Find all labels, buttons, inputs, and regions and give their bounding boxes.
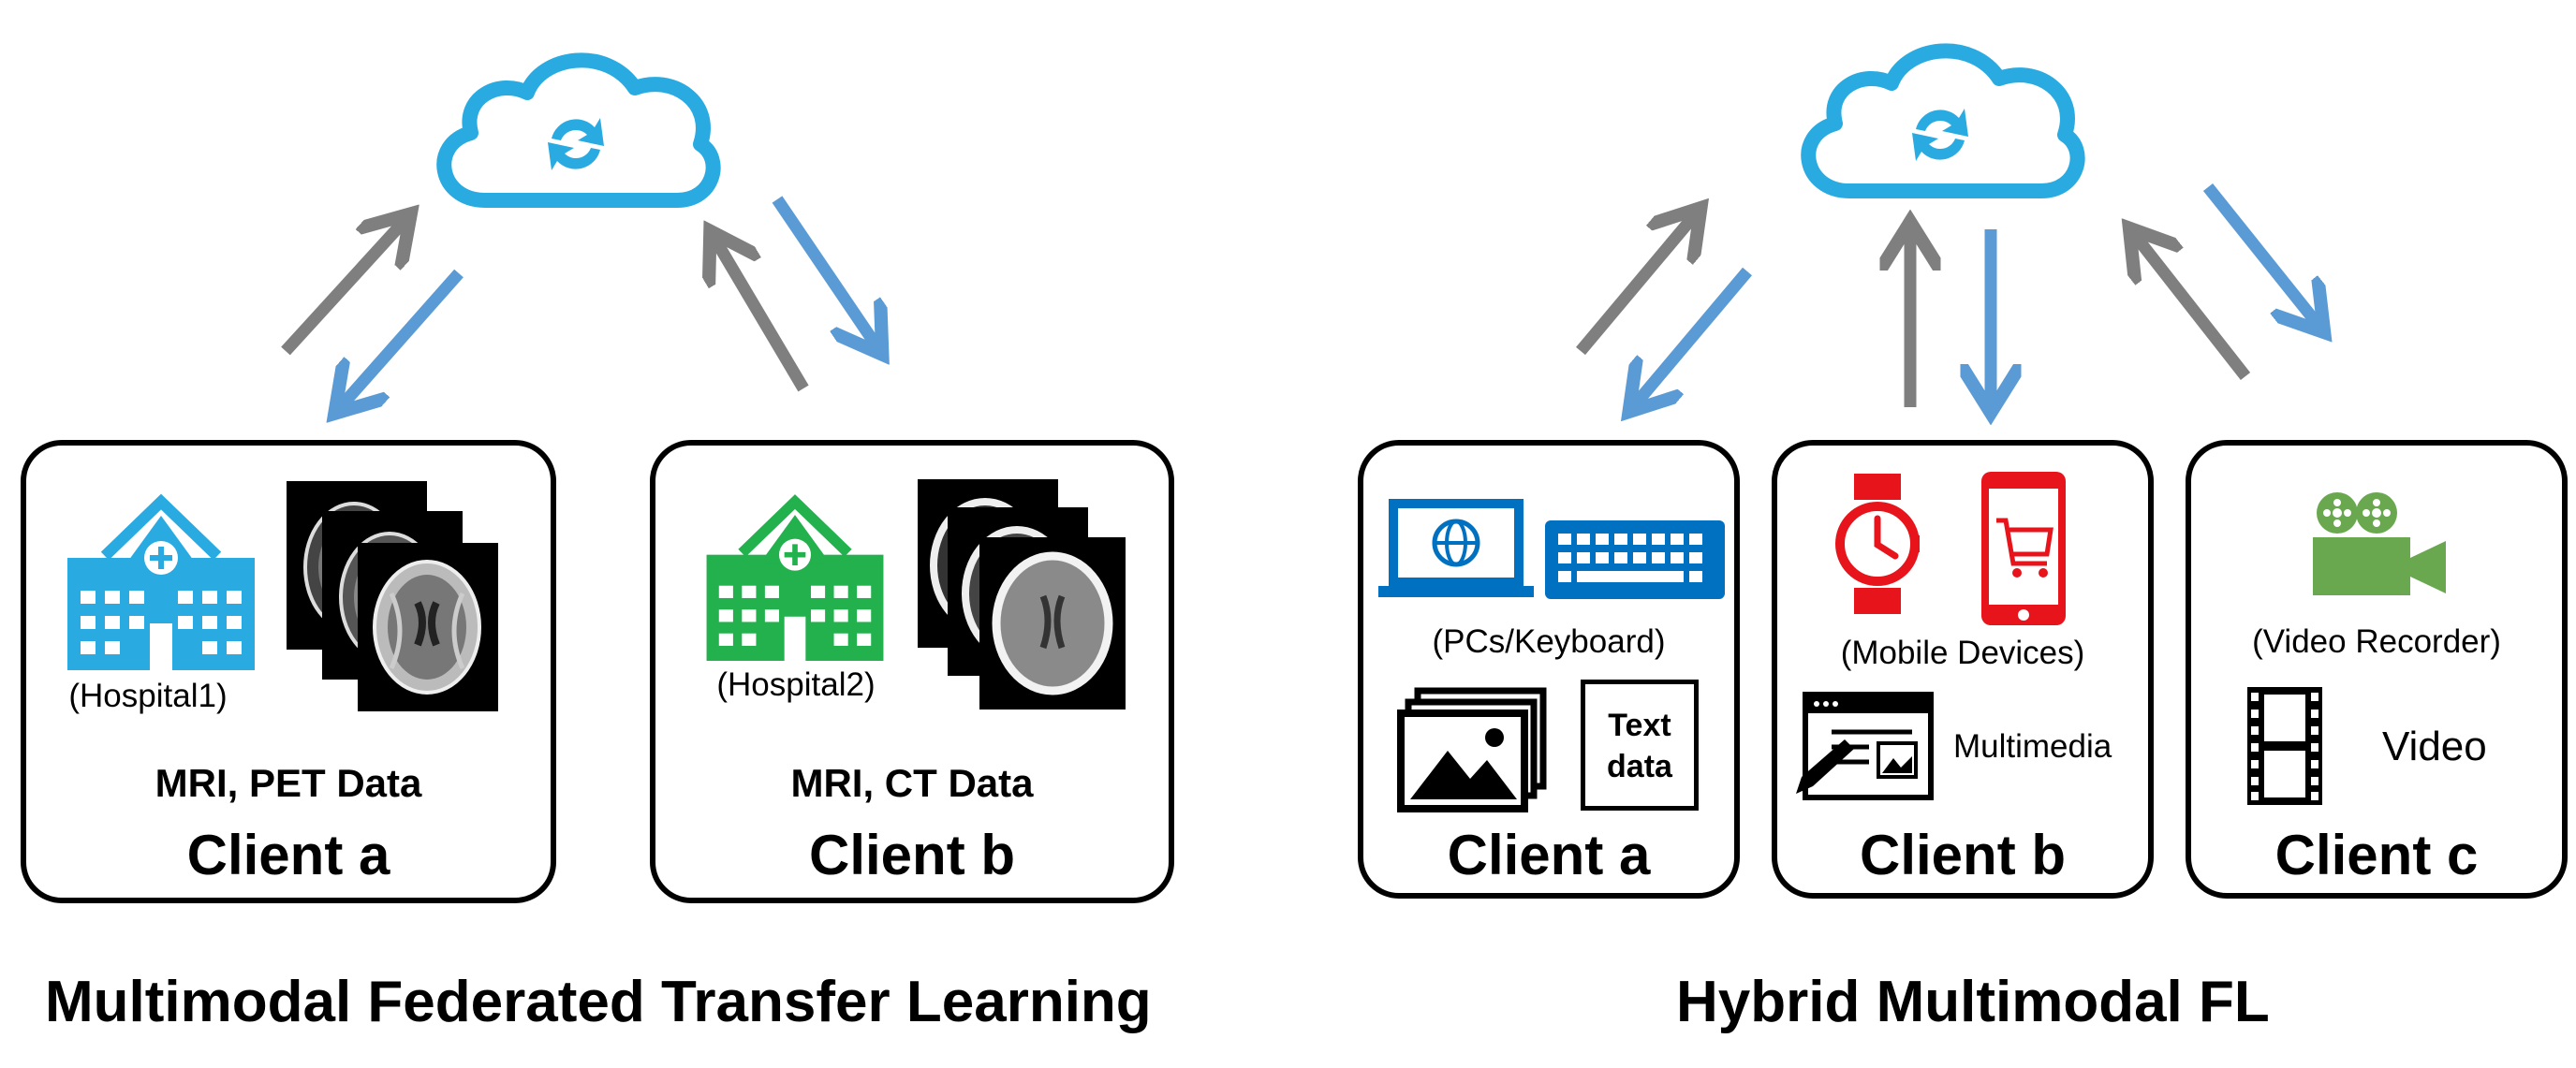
client-label: Client a — [186, 824, 390, 886]
client-label: Client b — [809, 824, 1015, 886]
text-data-box: Text data — [1581, 680, 1699, 811]
download-arrow — [772, 196, 876, 344]
smartwatch-icon — [1835, 474, 1920, 614]
web-edit-icon — [1796, 692, 1934, 800]
ct-scan-stack-icon — [918, 479, 1126, 710]
diagram-title: Hybrid Multimodal FL — [1676, 970, 2270, 1034]
client-label: Client a — [1447, 824, 1651, 886]
video-camera-icon — [2313, 492, 2446, 595]
hospital-icon — [67, 493, 255, 670]
cloud-sync-icon — [436, 52, 721, 208]
client-c-box: (Video Recorder) Video Client c — [2186, 440, 2568, 899]
upload-arrow — [1576, 217, 1693, 356]
client-caption: (Video Recorder) — [2252, 623, 2501, 660]
keyboard-icon — [1545, 520, 1725, 599]
upload-arrow — [716, 241, 809, 392]
download-arrow — [343, 269, 464, 404]
client-a-box: (Hospital1) MRI, PET Data Client a — [21, 440, 556, 903]
laptop-icon — [1378, 499, 1534, 597]
client-caption: (PCs/Keyboard) — [1432, 623, 1666, 660]
download-arrow — [1637, 267, 1752, 402]
mri-scan-stack-icon — [287, 481, 498, 711]
client-b-box: (Mobile Devices) Multimedia Client b — [1772, 440, 2154, 899]
diagram-title: Multimodal Federated Transfer Learning — [45, 970, 1152, 1034]
smartphone-cart-icon — [1981, 472, 2066, 625]
upload-arrow — [281, 223, 403, 356]
hospital-icon — [706, 494, 884, 661]
data-label: MRI, PET Data — [155, 761, 422, 805]
upload-arrow — [2137, 238, 2251, 381]
client-caption: (Hospital2) — [716, 666, 876, 703]
download-arrow — [2202, 183, 2317, 323]
images-icon — [1397, 687, 1547, 812]
client-a-box: (PCs/Keyboard) Text data Client a — [1358, 440, 1740, 899]
data-label: MRI, CT Data — [790, 761, 1034, 805]
extra-label: Multimedia — [1953, 728, 2112, 765]
text-data-label: Text data — [1607, 708, 1672, 785]
client-label: Client c — [2274, 824, 2479, 886]
client-caption: (Mobile Devices) — [1840, 635, 2085, 671]
film-strip-icon — [2247, 687, 2322, 805]
extra-label: Video — [2382, 724, 2487, 769]
client-caption: (Hospital1) — [68, 678, 228, 714]
client-label: Client b — [1860, 824, 2066, 886]
cloud-sync-icon — [1801, 43, 2085, 198]
client-b-box: (Hospital2) MRI, CT Data Client b — [650, 440, 1174, 903]
